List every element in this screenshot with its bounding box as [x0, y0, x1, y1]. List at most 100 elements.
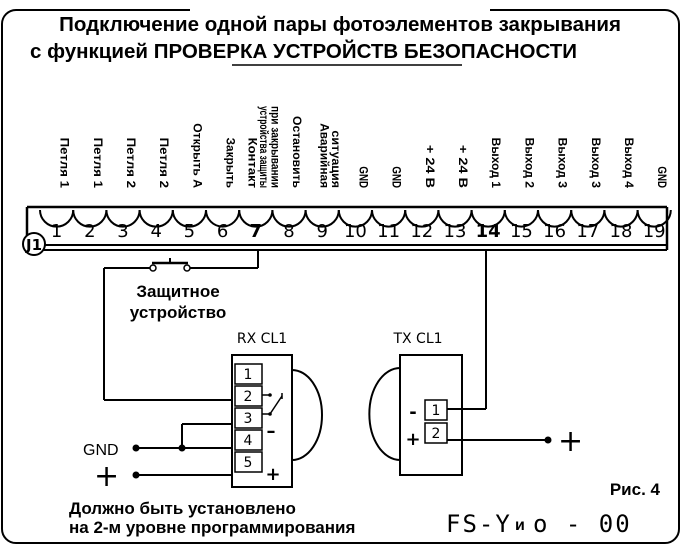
rx-pin-2: 2	[244, 389, 253, 405]
terminal-number-17: 17	[576, 221, 599, 242]
terminal-contact-9	[304, 209, 340, 228]
terminal-contact-7	[238, 209, 274, 228]
rx-minus: –	[267, 421, 276, 442]
safety-device-wiring	[103, 250, 259, 401]
terminal-contact-15	[503, 209, 539, 228]
figure-label: Рис. 4	[610, 480, 661, 499]
rx-pin-4: 4	[244, 433, 253, 449]
rx-pin-box-4	[234, 429, 263, 451]
rx-pin-1: 1	[244, 367, 253, 383]
code-right: o - 00	[533, 510, 632, 538]
terminal-number-19: 19	[643, 221, 666, 242]
terminal-contact-19	[636, 209, 672, 228]
terminal-label-6: Закрыть	[224, 138, 236, 188]
terminal-label-9-line-1: Аварийная	[317, 123, 329, 188]
terminal-label-2: Петля 1	[91, 138, 103, 189]
rx-pin-5: 5	[244, 455, 253, 471]
tx-title: TX CL1	[392, 331, 442, 347]
terminal-label-14: Выход 1	[489, 138, 501, 189]
tx-device: 12	[368, 250, 552, 476]
tx-minus: -	[409, 402, 416, 423]
rx-power-wiring	[132, 423, 232, 479]
tx-pin-1: 1	[432, 403, 441, 419]
terminal-number-16: 16	[543, 221, 566, 242]
terminal-number-11: 11	[377, 221, 400, 242]
terminal-contact-14	[470, 209, 506, 228]
terminal-label-12: + 24 В	[423, 145, 435, 188]
terminal-number-5: 5	[184, 221, 195, 242]
code-mid: и	[515, 517, 525, 534]
terminal-number-3: 3	[117, 221, 128, 242]
title-line-2: с функцией ПРОВЕРКА УСТРОЙСТВ БЕЗОПАСНОС…	[30, 39, 577, 63]
terminal-label-18: Выход 4	[622, 138, 634, 189]
terminal-contact-8	[271, 209, 307, 228]
terminal-contact-12	[404, 209, 440, 228]
terminal-number-8: 8	[283, 221, 294, 242]
terminal-labels: Петля 1 Петля 1 Петля 2 Петля 2 Открыть А Зак…	[58, 106, 668, 189]
terminal-number-13: 13	[444, 221, 467, 242]
terminal-contact-13	[437, 209, 473, 228]
terminal-label-7-line-2: устройства защиты	[257, 106, 269, 188]
rx-pin-box-2	[234, 385, 263, 407]
terminal-label-8: Остановить	[290, 116, 302, 188]
terminal-number-10: 10	[344, 221, 367, 242]
terminal-label-9-line-2: ситуация	[329, 130, 341, 188]
code-left: FS-Y	[446, 510, 512, 538]
tx-pin-2: 2	[432, 426, 441, 442]
terminal-number-1: 1	[51, 221, 62, 242]
terminal-contact-3	[105, 209, 141, 228]
terminal-contact-5	[171, 209, 207, 228]
terminal-contact-16	[537, 209, 573, 228]
terminal-label-16: Выход 3	[556, 138, 568, 188]
rx-pin-box-5	[234, 451, 263, 473]
terminal-contact-4	[138, 209, 174, 228]
terminal-number-6: 6	[217, 221, 228, 242]
terminal-label-10: GND	[356, 166, 368, 188]
terminal-label-5: Открыть А	[190, 123, 202, 188]
terminal-contact-1	[39, 209, 75, 228]
terminal-label-7-line-1: Контакт	[245, 138, 257, 189]
rx-title: RX CL1	[237, 331, 287, 347]
j1-label: J1	[25, 236, 42, 254]
terminal-number-2: 2	[84, 221, 95, 242]
terminal-number-18: 18	[610, 221, 633, 242]
terminal-label-11: GND	[390, 166, 402, 188]
terminal-label-19: GND	[655, 166, 667, 188]
rx-device: 1 2 3 4 5	[231, 354, 323, 488]
gnd-label: GND	[83, 442, 119, 459]
terminal-label-15: Выход 2	[522, 138, 534, 188]
j1-connector-badge	[22, 232, 46, 256]
terminal-number-4: 4	[150, 221, 161, 242]
terminal-number-9: 9	[316, 221, 327, 242]
rx-pin-box-3	[234, 407, 263, 429]
terminal-label-4: Петля 2	[157, 138, 169, 188]
terminal-contact-10	[337, 209, 373, 228]
rx-pin-box-1	[234, 363, 263, 385]
tx-plus: +	[405, 429, 420, 450]
tx-plus-supply: +	[558, 424, 583, 459]
terminal-contact-17	[570, 209, 606, 228]
tx-pin-box-2	[424, 422, 448, 444]
terminal-number-15: 15	[510, 221, 533, 242]
terminal-number-12: 12	[410, 221, 433, 242]
note-line-1: Должно быть установлено	[69, 499, 296, 518]
rx-plus: +	[265, 464, 280, 485]
rx-pin-3: 3	[244, 411, 253, 427]
rx-plus-supply: +	[94, 459, 119, 494]
note-line-2: на 2-м уровне программирования	[69, 518, 355, 537]
terminal-label-7-line-3: при закрывании	[268, 106, 280, 188]
terminal-contact-18	[603, 209, 639, 228]
terminal-label-1: Петля 1	[58, 138, 70, 189]
safety-device-label-1: Защитное	[136, 282, 219, 301]
title-line-1: Подключение одной пары фотоэлементов зак…	[59, 13, 621, 36]
terminal-contact-6	[205, 209, 241, 228]
terminal-contact-2	[72, 209, 108, 228]
terminal-label-3: Петля 2	[124, 138, 136, 188]
safety-device-label-2: устройство	[130, 303, 226, 322]
terminal-number-14: 14	[476, 221, 501, 242]
terminal-label-13: + 24 В	[456, 145, 468, 188]
terminal-number-7: 7	[250, 221, 263, 242]
terminal-contact-11	[371, 209, 407, 228]
